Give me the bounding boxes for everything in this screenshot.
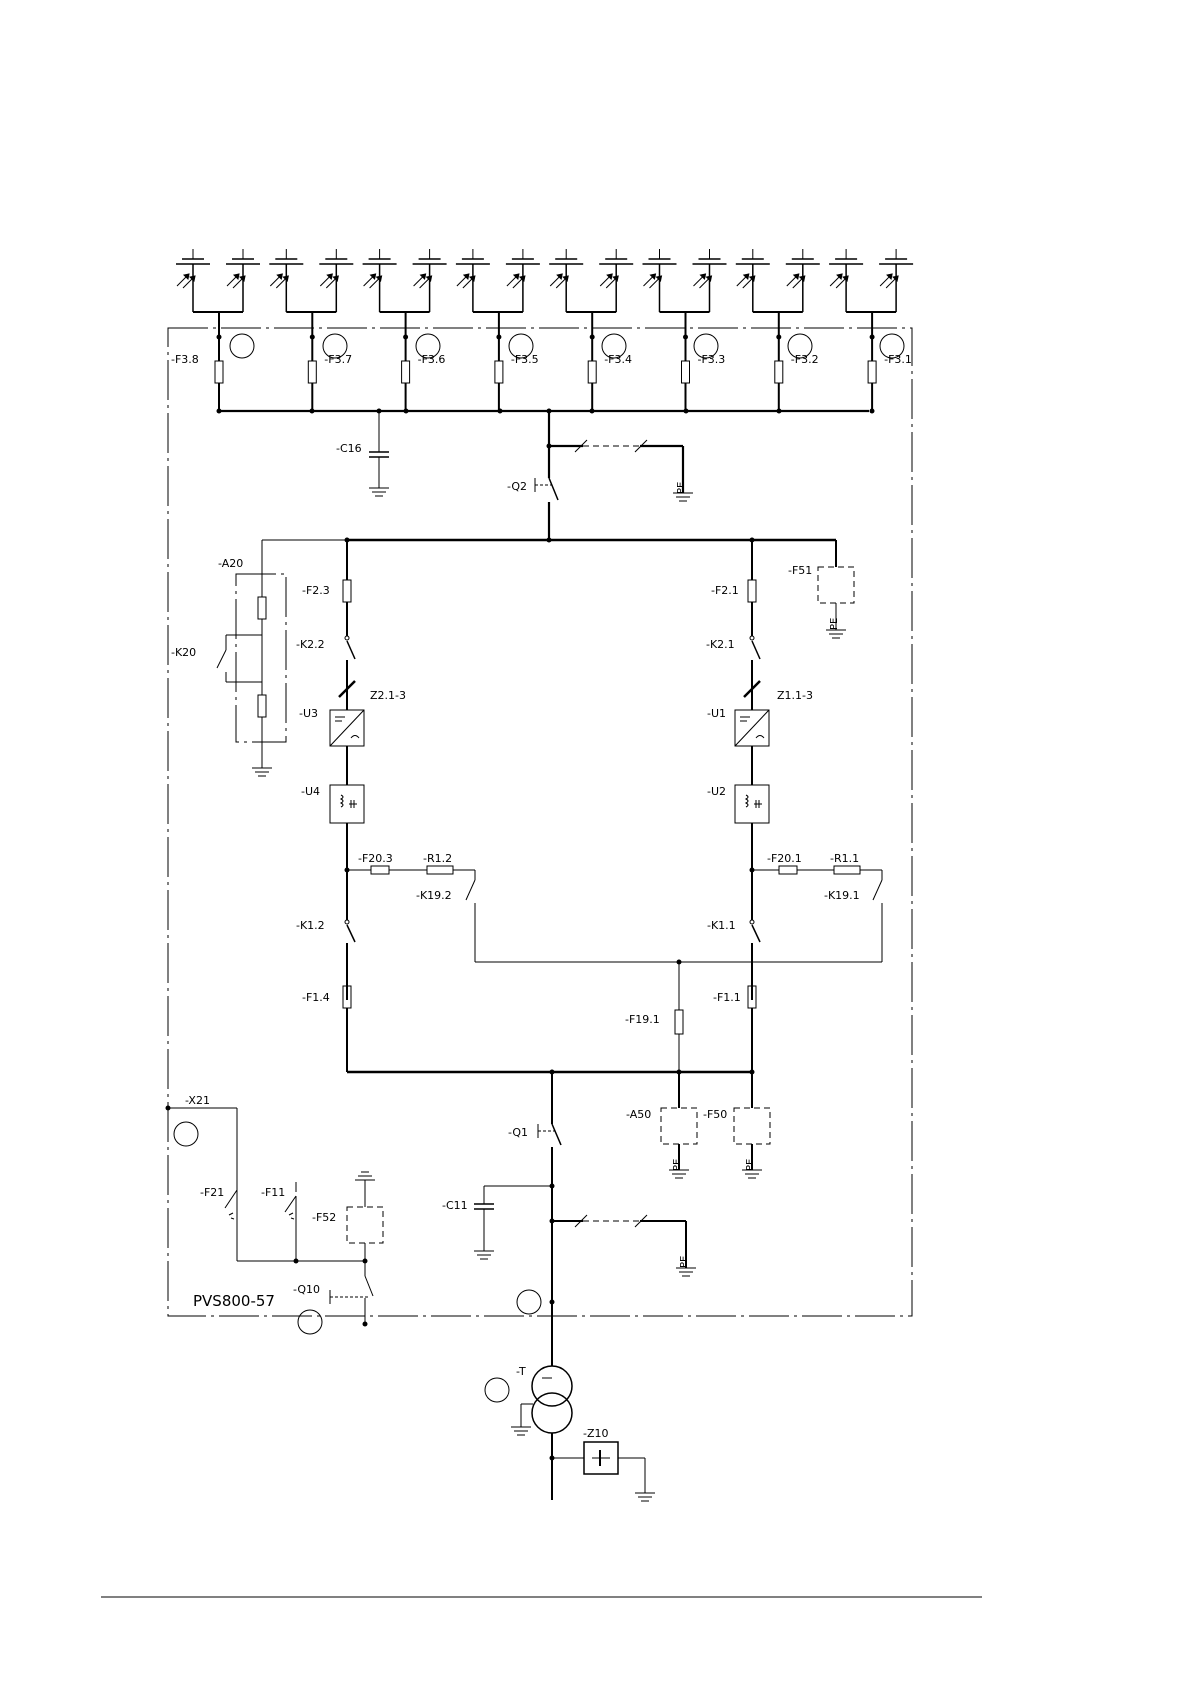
label-string-fuse: -F3.1 <box>884 353 912 366</box>
label-string-fuse: -F3.8 <box>171 353 199 366</box>
label-string-fuse: -F3.5 <box>511 353 539 366</box>
label-f21: -F21 <box>200 1186 224 1199</box>
ac-output-path <box>474 1072 696 1366</box>
label-pe-f50: PE <box>745 1159 756 1171</box>
label-x21: -X21 <box>185 1094 210 1107</box>
label-string-fuse: -F3.7 <box>324 353 352 366</box>
pv-array-group <box>456 249 540 411</box>
label-a50: -A50 <box>626 1108 651 1121</box>
pv-array-group <box>269 249 353 411</box>
label-r1-1: -R1.1 <box>830 852 859 865</box>
pv-array-group <box>363 249 447 411</box>
pv-array-group <box>829 249 913 411</box>
label-string-fuse: -F3.4 <box>604 353 632 366</box>
pv-array-group <box>643 249 727 411</box>
label-pe-f51: PE <box>829 618 840 630</box>
inverter-branch-right <box>735 540 882 1072</box>
label-z1: Z1.1-3 <box>777 689 813 702</box>
surge-protector-f51 <box>818 567 854 603</box>
pv-array-group <box>176 249 260 411</box>
label-a20: -A20 <box>218 557 243 570</box>
label-u4: -U4 <box>301 785 320 798</box>
label-f2-1: -F2.1 <box>711 584 739 597</box>
label-k19-1: -K19.1 <box>824 889 860 902</box>
fuse-f19-1 <box>675 962 683 1072</box>
label-u2: -U2 <box>707 785 726 798</box>
label-z2: Z2.1-3 <box>370 689 406 702</box>
label-pe-top: PE <box>676 482 687 494</box>
label-t: -T <box>516 1365 526 1378</box>
label-k1-1: -K1.1 <box>707 919 736 932</box>
label-q1: -Q1 <box>508 1126 528 1139</box>
label-u3: -U3 <box>299 707 318 720</box>
label-z10: -Z10 <box>583 1427 609 1440</box>
label-f19-1: -F19.1 <box>625 1013 660 1026</box>
label-f20-1: -F20.1 <box>767 852 802 865</box>
label-c11: -C11 <box>442 1199 468 1212</box>
switch-q2 <box>535 446 558 540</box>
label-string-fuse: -F3.6 <box>418 353 446 366</box>
pe-branch-top <box>549 411 693 501</box>
label-f1-1: -F1.1 <box>713 991 741 1004</box>
label-f1-4: -F1.4 <box>302 991 330 1004</box>
label-q10: -Q10 <box>293 1283 320 1296</box>
label-string-fuse: -F3.2 <box>791 353 819 366</box>
label-q2: -Q2 <box>507 480 527 493</box>
model-label: PVS800-57 <box>193 1292 275 1310</box>
label-r1-2: -R1.2 <box>423 852 452 865</box>
label-string-fuse: -F3.3 <box>698 353 726 366</box>
inverter-branch-left <box>330 540 475 1072</box>
label-c16: -C16 <box>336 442 362 455</box>
a20-k20-circuit <box>217 540 347 776</box>
label-k19-2: -K19.2 <box>416 889 452 902</box>
label-pe-bottom: PE <box>679 1256 690 1268</box>
transformer-t <box>511 1366 572 1500</box>
label-pe-a50: PE <box>672 1159 683 1171</box>
label-f20-3: -F20.3 <box>358 852 393 865</box>
reference-circles <box>174 334 904 1402</box>
label-k20: -K20 <box>171 646 196 659</box>
pv-array-group <box>736 249 820 411</box>
pv-array-group <box>549 249 633 411</box>
label-u1: -U1 <box>707 707 726 720</box>
label-f11: -F11 <box>261 1186 285 1199</box>
label-f51: -F51 <box>788 564 812 577</box>
capacitor-c16 <box>369 411 389 496</box>
label-f52: -F52 <box>312 1211 336 1224</box>
label-f2-3: -F2.3 <box>302 584 330 597</box>
label-f50: -F50 <box>703 1108 727 1121</box>
label-k1-2: -K1.2 <box>296 919 325 932</box>
label-k2-1: -K2.1 <box>706 638 735 651</box>
label-k2-2: -K2.2 <box>296 638 325 651</box>
filter-z10 <box>552 1442 655 1501</box>
cabinet-boundary <box>168 328 912 1316</box>
